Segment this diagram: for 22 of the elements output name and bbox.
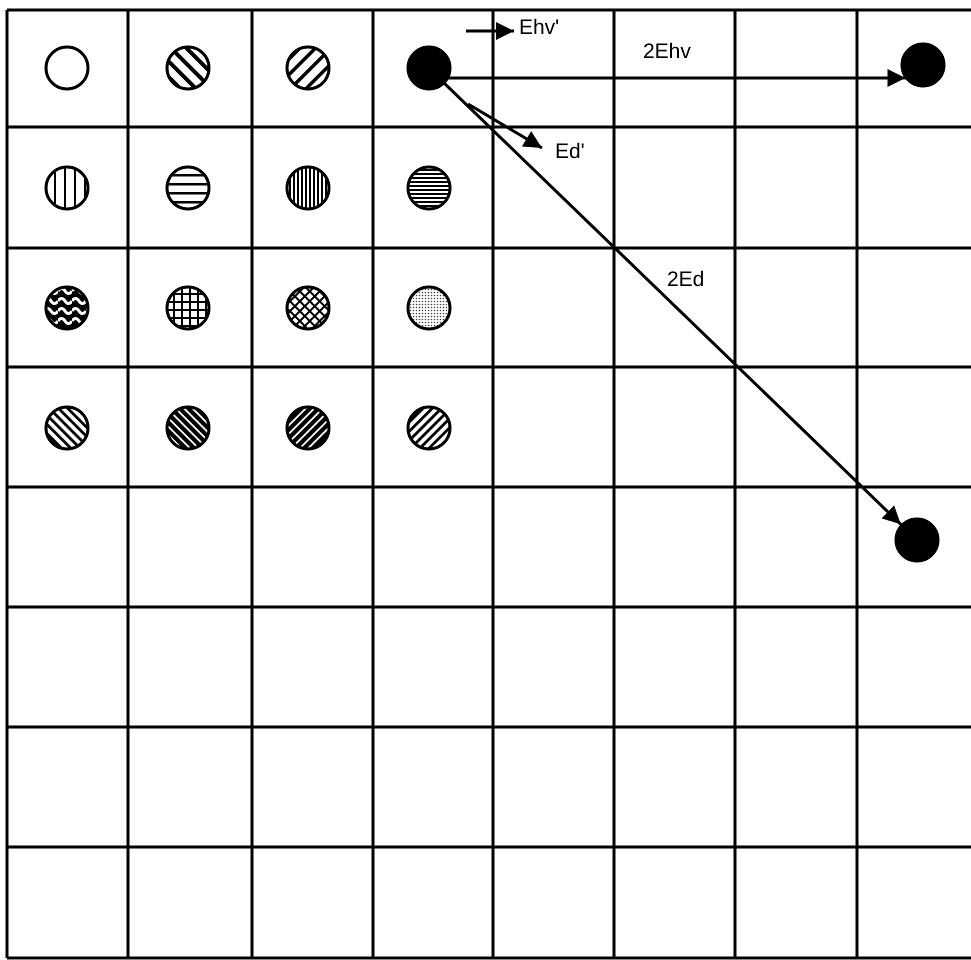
pattern-circle bbox=[900, 42, 946, 88]
pattern-circle bbox=[285, 405, 331, 451]
pattern-circle bbox=[44, 405, 90, 451]
pattern-circle bbox=[894, 517, 940, 563]
vector-label: Ehv' bbox=[518, 16, 560, 40]
pattern-circle bbox=[406, 45, 452, 91]
arrow bbox=[448, 69, 906, 87]
vector-label: Ed' bbox=[554, 140, 586, 164]
pattern-circle bbox=[164, 45, 210, 91]
arrow bbox=[444, 82, 902, 526]
pattern-circle bbox=[44, 285, 90, 331]
pattern-circle bbox=[406, 405, 452, 451]
pattern-circle bbox=[285, 45, 331, 91]
pattern-circle bbox=[406, 285, 452, 331]
pattern-circle bbox=[164, 405, 210, 451]
pattern-circle bbox=[164, 165, 210, 211]
pattern-circle bbox=[44, 165, 90, 211]
pattern-circle bbox=[164, 285, 210, 331]
pattern-circle bbox=[44, 45, 90, 91]
pattern-circle bbox=[285, 285, 331, 331]
pattern-circle bbox=[406, 165, 452, 211]
pattern-circle bbox=[285, 165, 331, 211]
